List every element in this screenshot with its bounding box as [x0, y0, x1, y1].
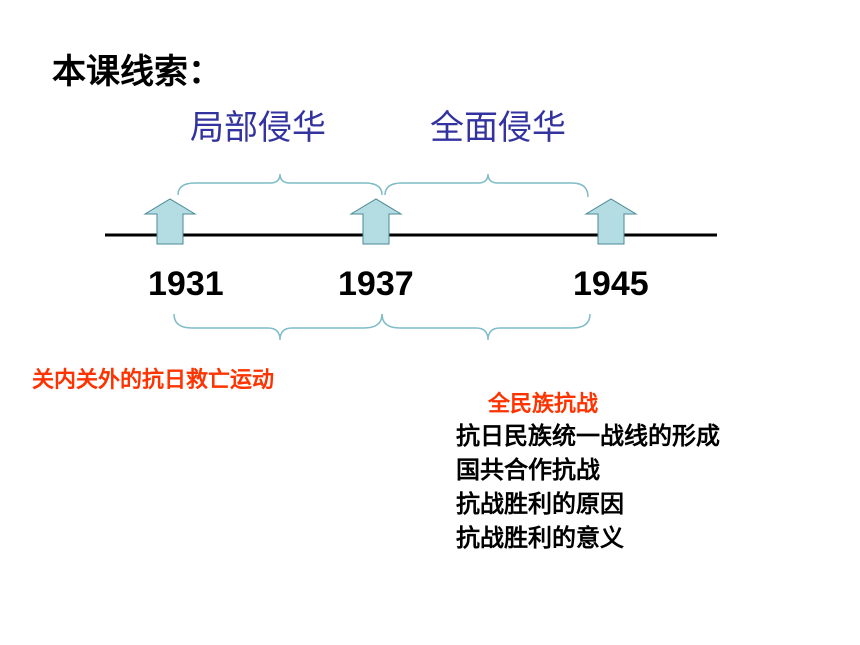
movement-label: 关内关外的抗日救亡运动 [32, 368, 275, 393]
year-label-1945: 1945 [573, 265, 649, 303]
upper-brace-full-invasion [384, 173, 589, 198]
year-label-1937: 1937 [338, 265, 414, 303]
lower-brace-full-invasion [381, 313, 591, 341]
period-label-partial-invasion: 局部侵华 [190, 108, 326, 148]
arrow-1945 [584, 198, 638, 245]
topic-item: 抗战胜利的意义 [456, 524, 624, 552]
arrow-1937 [349, 198, 403, 245]
slide-title: 本课线索： [52, 52, 222, 92]
topic-item: 抗战胜利的原因 [456, 490, 624, 518]
upper-brace-partial-invasion [177, 173, 383, 196]
resistance-title: 全民族抗战 [488, 392, 599, 417]
lower-brace-partial-invasion [173, 313, 383, 341]
arrow-1931 [143, 198, 197, 245]
topic-list: 抗日民族统一战线的形成 国共合作抗战 抗战胜利的原因 抗战胜利的意义 [456, 419, 720, 555]
year-label-1931: 1931 [148, 265, 224, 303]
topic-item: 抗日民族统一战线的形成 [456, 422, 720, 450]
period-label-full-invasion: 全面侵华 [430, 108, 566, 148]
topic-item: 国共合作抗战 [456, 456, 600, 484]
